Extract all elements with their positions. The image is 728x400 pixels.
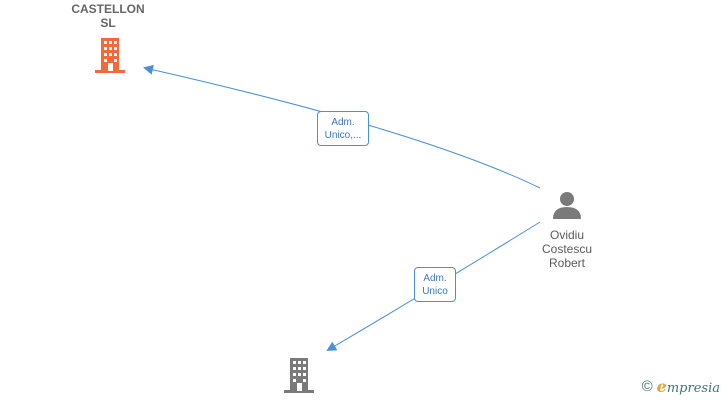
castellon-label[interactable]: CASTELLON SL	[58, 2, 158, 30]
castellon-label-line2: SL	[100, 16, 116, 30]
empresia-brand[interactable]: © empresia	[642, 377, 720, 396]
person-label-line3: Robert	[548, 256, 586, 270]
edge-person-to-castellon	[143, 64, 541, 189]
person-icon[interactable]	[553, 192, 581, 219]
person-label-line2: Costescu	[541, 242, 593, 256]
relation-label-bottom-line1: Adm.	[423, 273, 447, 284]
relation-label-bottom-company[interactable]: Adm. Unico	[414, 267, 456, 302]
copyright-symbol: ©	[641, 378, 653, 395]
empresia-logo-rest: mpresia	[666, 381, 720, 396]
relation-label-castellon[interactable]: Adm. Unico,...	[317, 111, 369, 146]
relation-label-castellon-line1: Adm.	[331, 117, 355, 128]
bottom-company-building-icon[interactable]	[284, 358, 314, 393]
person-label-line1: Ovidiu	[549, 228, 584, 242]
relation-label-bottom-line2: Unico	[422, 286, 448, 297]
person-label[interactable]: Ovidiu Costescu Robert	[527, 228, 607, 270]
relation-label-castellon-line2: Unico,...	[324, 130, 362, 141]
castellon-label-line1: CASTELLON	[71, 2, 145, 16]
empresia-logo-initial: e	[656, 377, 667, 396]
empresia-logo: empresia	[657, 377, 720, 396]
castellon-building-icon[interactable]	[95, 38, 125, 73]
